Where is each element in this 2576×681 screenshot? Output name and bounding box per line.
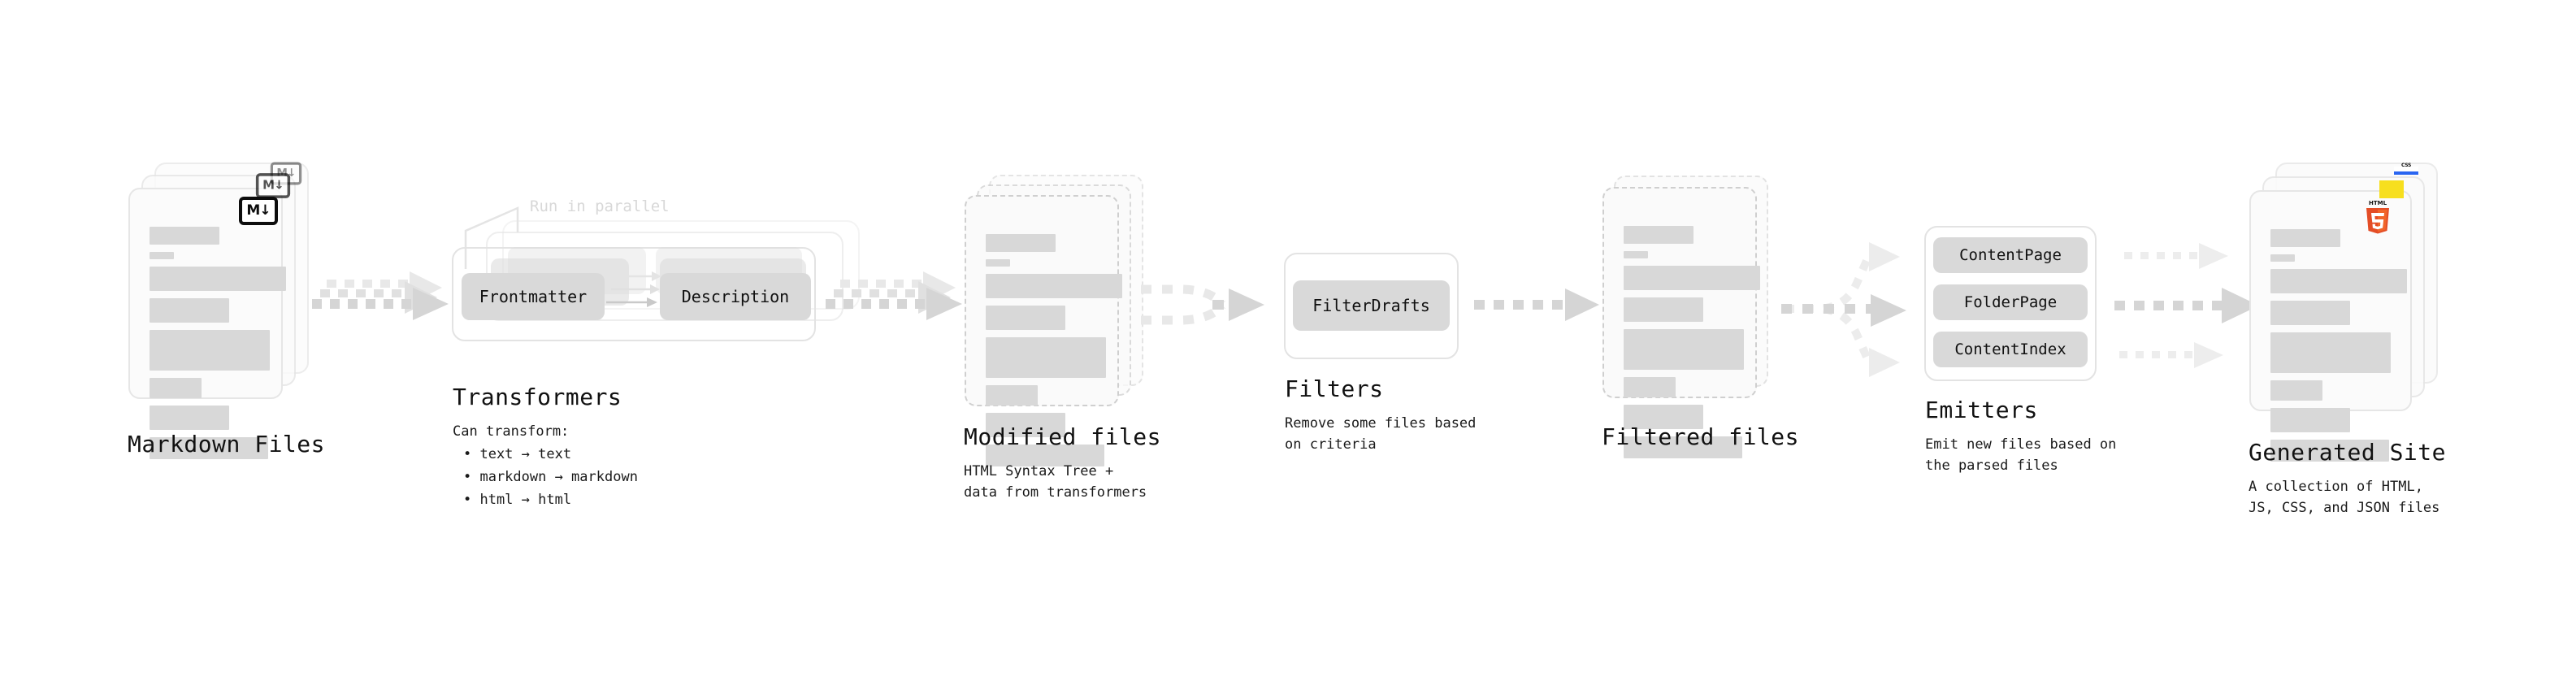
run-in-parallel-bracket bbox=[464, 206, 519, 269]
emitters-group-box bbox=[1924, 226, 2097, 381]
markdown-file-card-front bbox=[128, 188, 286, 459]
html5-badge: HTML bbox=[2363, 198, 2392, 234]
filters-group-box bbox=[1284, 253, 1459, 359]
modified-files-description: HTML Syntax Tree + data from transformer… bbox=[964, 463, 1147, 501]
transformers-bullet-2: • html → html bbox=[463, 492, 572, 508]
filtered-file-card-front bbox=[1602, 187, 1760, 458]
modified-file-card-front bbox=[965, 195, 1122, 466]
emitter-node-folderpage[interactable]: FolderPage bbox=[1933, 284, 2088, 320]
svg-text:HTML: HTML bbox=[2369, 200, 2387, 206]
transformer-node-description[interactable]: Description bbox=[660, 273, 811, 320]
markdown-file-skeleton bbox=[150, 227, 286, 466]
transformers-bullet-0: • text → text bbox=[463, 446, 572, 462]
emitter-node-contentpage[interactable]: ContentPage bbox=[1933, 237, 2088, 273]
heading-filtered-files: Filtered files bbox=[1602, 423, 1800, 450]
emitters-description: Emit new files based on the parsed files bbox=[1925, 436, 2117, 475]
arrow-filtered-to-emitters bbox=[1781, 242, 1906, 377]
css-badge-bar bbox=[2394, 171, 2418, 175]
heading-markdown-files: Markdown Files bbox=[128, 431, 326, 458]
filtered-file-skeleton bbox=[1624, 226, 1760, 466]
modified-file-skeleton bbox=[986, 234, 1122, 474]
markdown-badge-front: M↓ bbox=[239, 197, 278, 225]
css-badge-label: CSS bbox=[2401, 163, 2411, 168]
generated-site-description: A collection of HTML, JS, CSS, and JSON … bbox=[2249, 479, 2440, 517]
js-badge bbox=[2379, 180, 2404, 198]
heading-transformers: Transformers bbox=[453, 384, 622, 410]
heading-filters: Filters bbox=[1285, 375, 1384, 402]
transformers-description: Can transform: bbox=[453, 423, 570, 440]
generated-site-skeleton bbox=[2270, 229, 2407, 469]
arrow-modified-to-filters bbox=[1141, 284, 1264, 325]
arrow-filters-to-filtered bbox=[1474, 288, 1599, 321]
note-run-in-parallel: Run in parallel bbox=[530, 197, 670, 215]
transformers-bullet-1: • markdown → markdown bbox=[463, 469, 638, 485]
arrow-markdown-to-transformers bbox=[312, 271, 449, 320]
markdown-badge-mid: M↓ bbox=[255, 173, 291, 198]
filter-node-filterdrafts[interactable]: FilterDrafts bbox=[1293, 280, 1450, 331]
generated-site-card-front bbox=[2249, 190, 2412, 462]
filters-description: Remove some files based on criteria bbox=[1285, 415, 1477, 453]
heading-modified-files: Modified files bbox=[964, 423, 1162, 450]
css-badge: CSS bbox=[2394, 163, 2418, 175]
emitter-node-contentindex[interactable]: ContentIndex bbox=[1933, 332, 2088, 367]
generated-site-stack: CSS HTML bbox=[2249, 163, 2438, 462]
transformer-internal-arrows bbox=[606, 271, 661, 307]
arrow-transformers-to-modified bbox=[826, 271, 962, 320]
heading-emitters: Emitters bbox=[1925, 397, 2038, 423]
arrow-emitters-to-site bbox=[2114, 243, 2259, 368]
transformer-node-frontmatter[interactable]: Frontmatter bbox=[462, 273, 605, 320]
transformers-group-front bbox=[452, 247, 816, 341]
heading-generated-site: Generated Site bbox=[2249, 439, 2447, 466]
